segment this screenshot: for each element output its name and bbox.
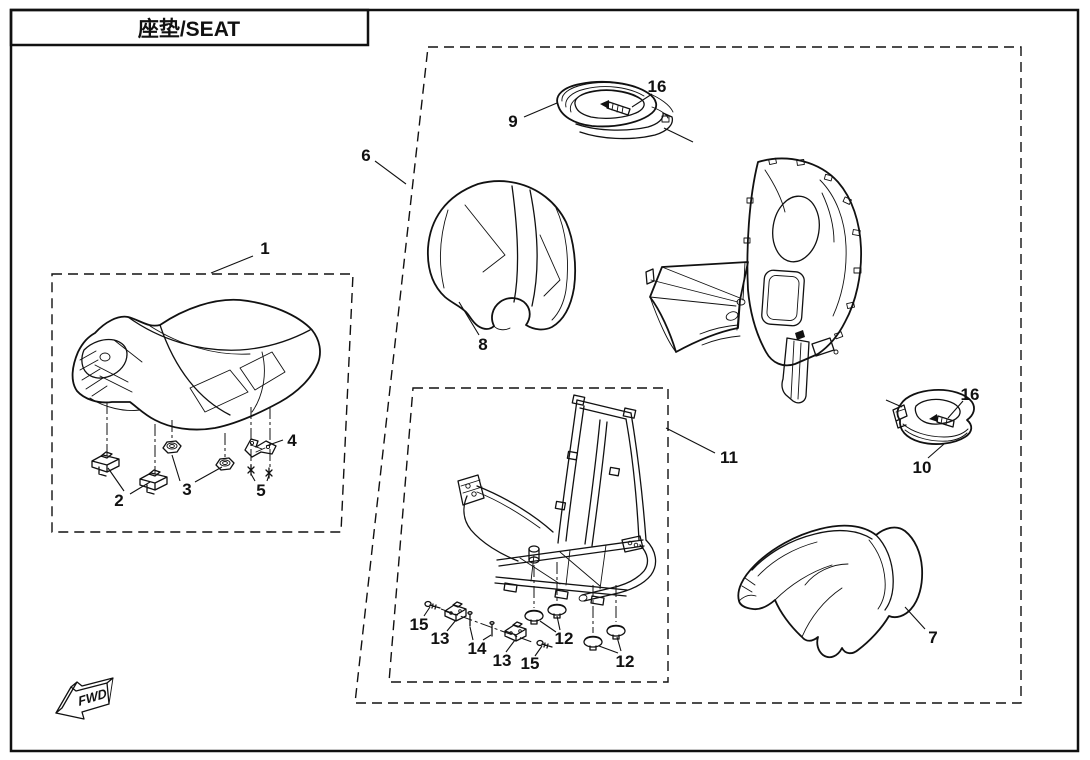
screw-pair-drawing [247, 464, 273, 479]
callout-15b-label: 15 [521, 654, 540, 673]
callout-8-label: 8 [478, 335, 487, 354]
pin-drawing [467, 611, 495, 637]
hinge-bracket-drawing [244, 438, 277, 458]
clip-drawing [444, 601, 527, 642]
group-box-assembly [354, 46, 1022, 704]
page-border [9, 8, 1080, 753]
seat-cushion-drawing [71, 298, 321, 431]
callout-4-label: 4 [287, 431, 297, 450]
callout-9-label: 9 [508, 112, 517, 131]
callout-2-label: 2 [114, 491, 123, 510]
rear-cowl-drawing [737, 524, 924, 659]
callout-15a-label: 15 [410, 615, 429, 634]
title-box [9, 8, 370, 47]
callout-16a-label: 16 [648, 77, 667, 96]
seat-fastener-axes [106, 402, 271, 474]
callout-1-label: 1 [260, 239, 269, 258]
fwd-arrow: FWD [55, 677, 114, 720]
callout-12a-label: 12 [555, 629, 574, 648]
callout-13b-label: 13 [493, 651, 512, 670]
callout-6-label: 6 [361, 146, 370, 165]
callout-16b-label: 16 [961, 385, 980, 404]
grab-handle-right-drawing [892, 389, 975, 445]
group-box-frame [388, 387, 669, 683]
screw-drawing [424, 600, 553, 649]
frame-fastener-axes [440, 562, 617, 643]
nut-drawing [162, 440, 235, 471]
seat-frame-drawing [457, 394, 657, 606]
callout-5-label: 5 [256, 481, 265, 500]
page-title: 座垫/SEAT [138, 17, 240, 41]
callout-14-label: 14 [468, 639, 487, 658]
callout-3-label: 3 [182, 480, 191, 499]
bumper-drawing [524, 603, 626, 651]
backrest-cushion-drawing [427, 180, 577, 331]
leader-lines [107, 93, 964, 657]
callout-13a-label: 13 [431, 629, 450, 648]
callout-10-label: 10 [913, 458, 932, 477]
seat-back-panel-drawing [645, 157, 903, 408]
callout-7-label: 7 [928, 628, 937, 647]
group-box-seat [51, 273, 354, 533]
grab-handle-top-drawing [556, 80, 694, 143]
callout-11-label: 11 [720, 448, 738, 467]
latch-bracket-drawing [91, 451, 168, 495]
callout-12b-label: 12 [616, 652, 635, 671]
